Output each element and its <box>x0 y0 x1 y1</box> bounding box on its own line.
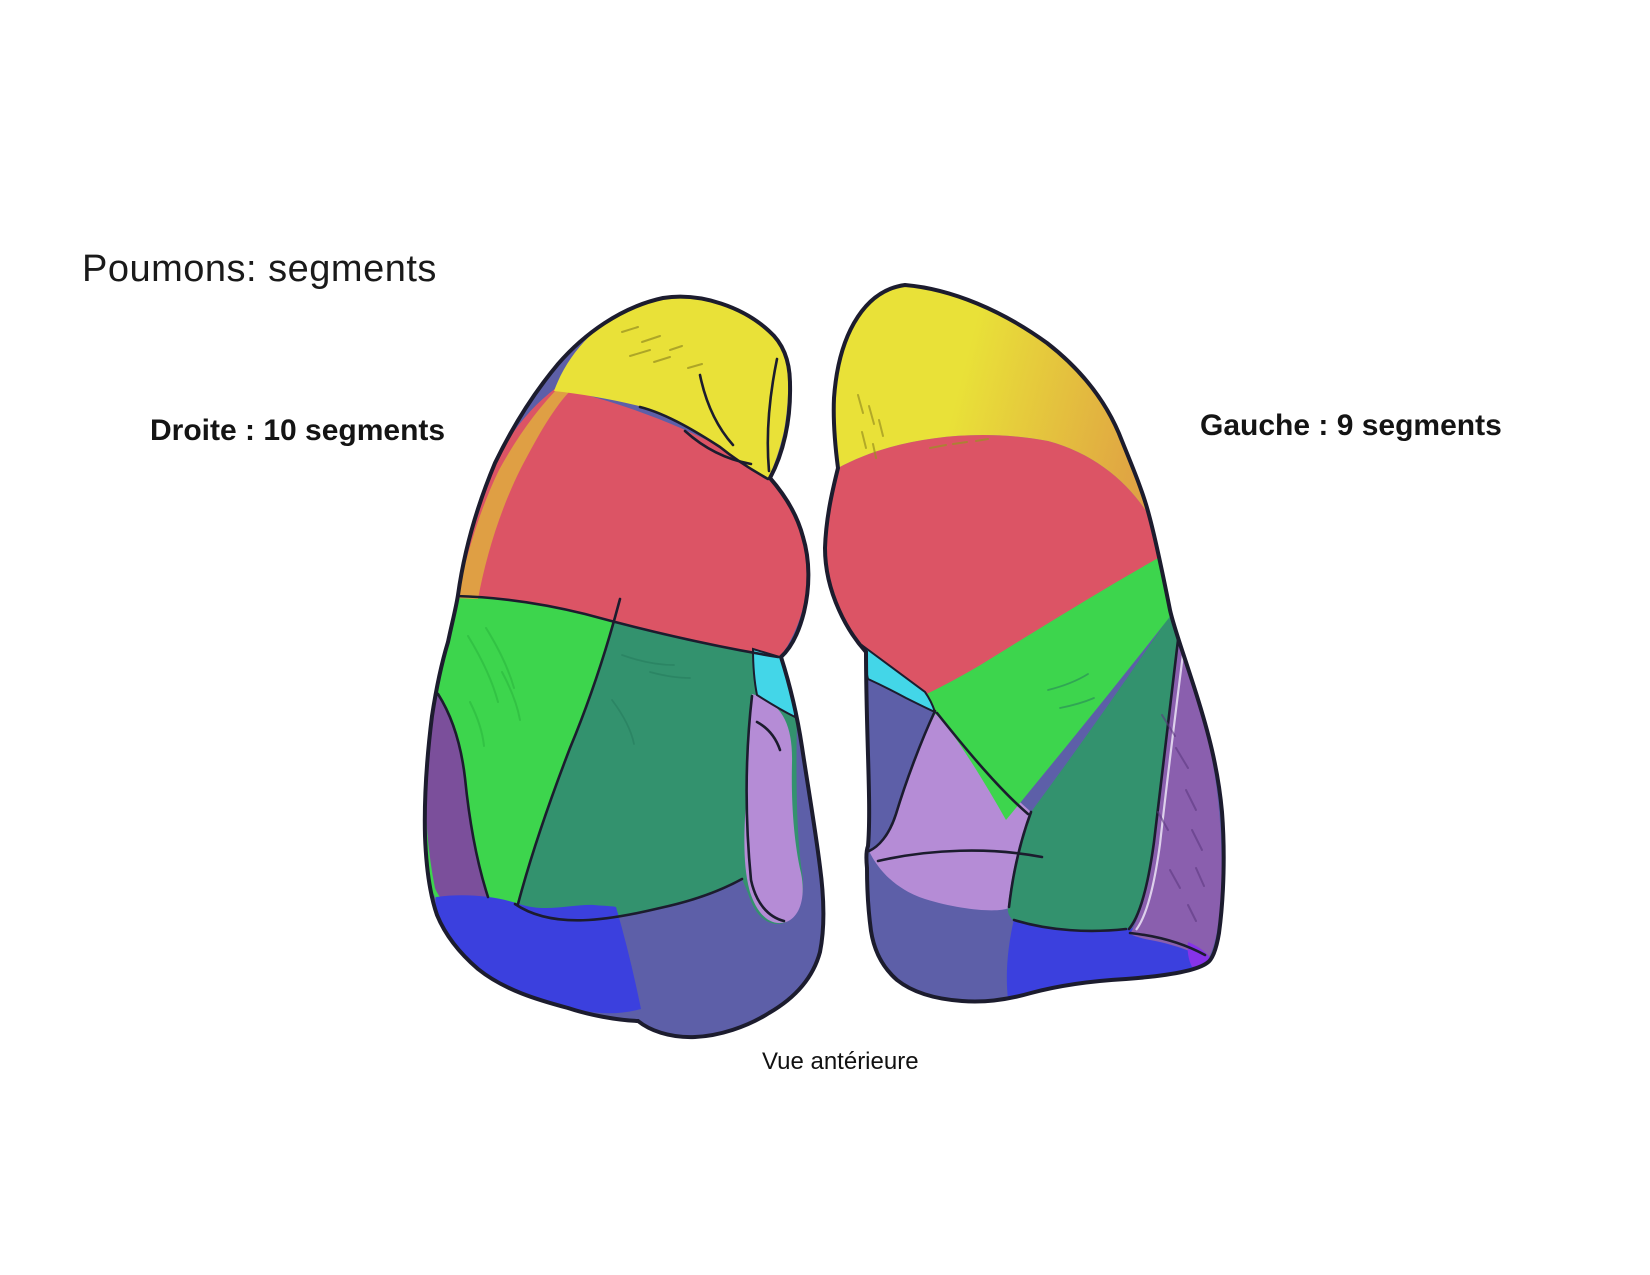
gauche-segment-lavender <box>869 711 1031 911</box>
gauche-segment-green <box>916 554 1172 820</box>
gauche-hatch-teal <box>1047 673 1095 709</box>
droite-segment-dark-purple <box>425 692 490 922</box>
gauche-segment-purple <box>1130 638 1222 960</box>
view-caption: Vue antérieure <box>762 1048 919 1075</box>
right-lung-label: Droite : 10 segments <box>150 414 446 447</box>
right-lung-droite <box>422 294 826 1040</box>
droite-segment-yellow <box>554 297 789 479</box>
droite-boundary-lines <box>436 357 786 923</box>
droite-segment-orange <box>454 385 572 599</box>
droite-segment-blue <box>435 895 641 1014</box>
gauche-hatch-yellow <box>857 394 989 459</box>
droite-segment-lavender <box>744 694 803 924</box>
gauche-hatch-purple <box>1157 714 1205 922</box>
droite-hatch-yellow <box>621 326 703 369</box>
gauche-segment-apex-yellow-orange <box>833 285 1148 514</box>
page-title: Poumons: segments <box>82 248 437 290</box>
gauche-segment-red <box>825 434 1160 698</box>
left-lung-gauche <box>823 283 1226 1004</box>
droite-hatch-teal <box>611 654 691 745</box>
left-lung-label: Gauche : 9 segments <box>1200 409 1502 442</box>
gauche-boundary-lines <box>867 638 1207 957</box>
gauche-highlight-line <box>1135 645 1186 931</box>
gauche-segment-teal <box>1007 612 1181 931</box>
droite-hatch-green <box>467 627 521 747</box>
